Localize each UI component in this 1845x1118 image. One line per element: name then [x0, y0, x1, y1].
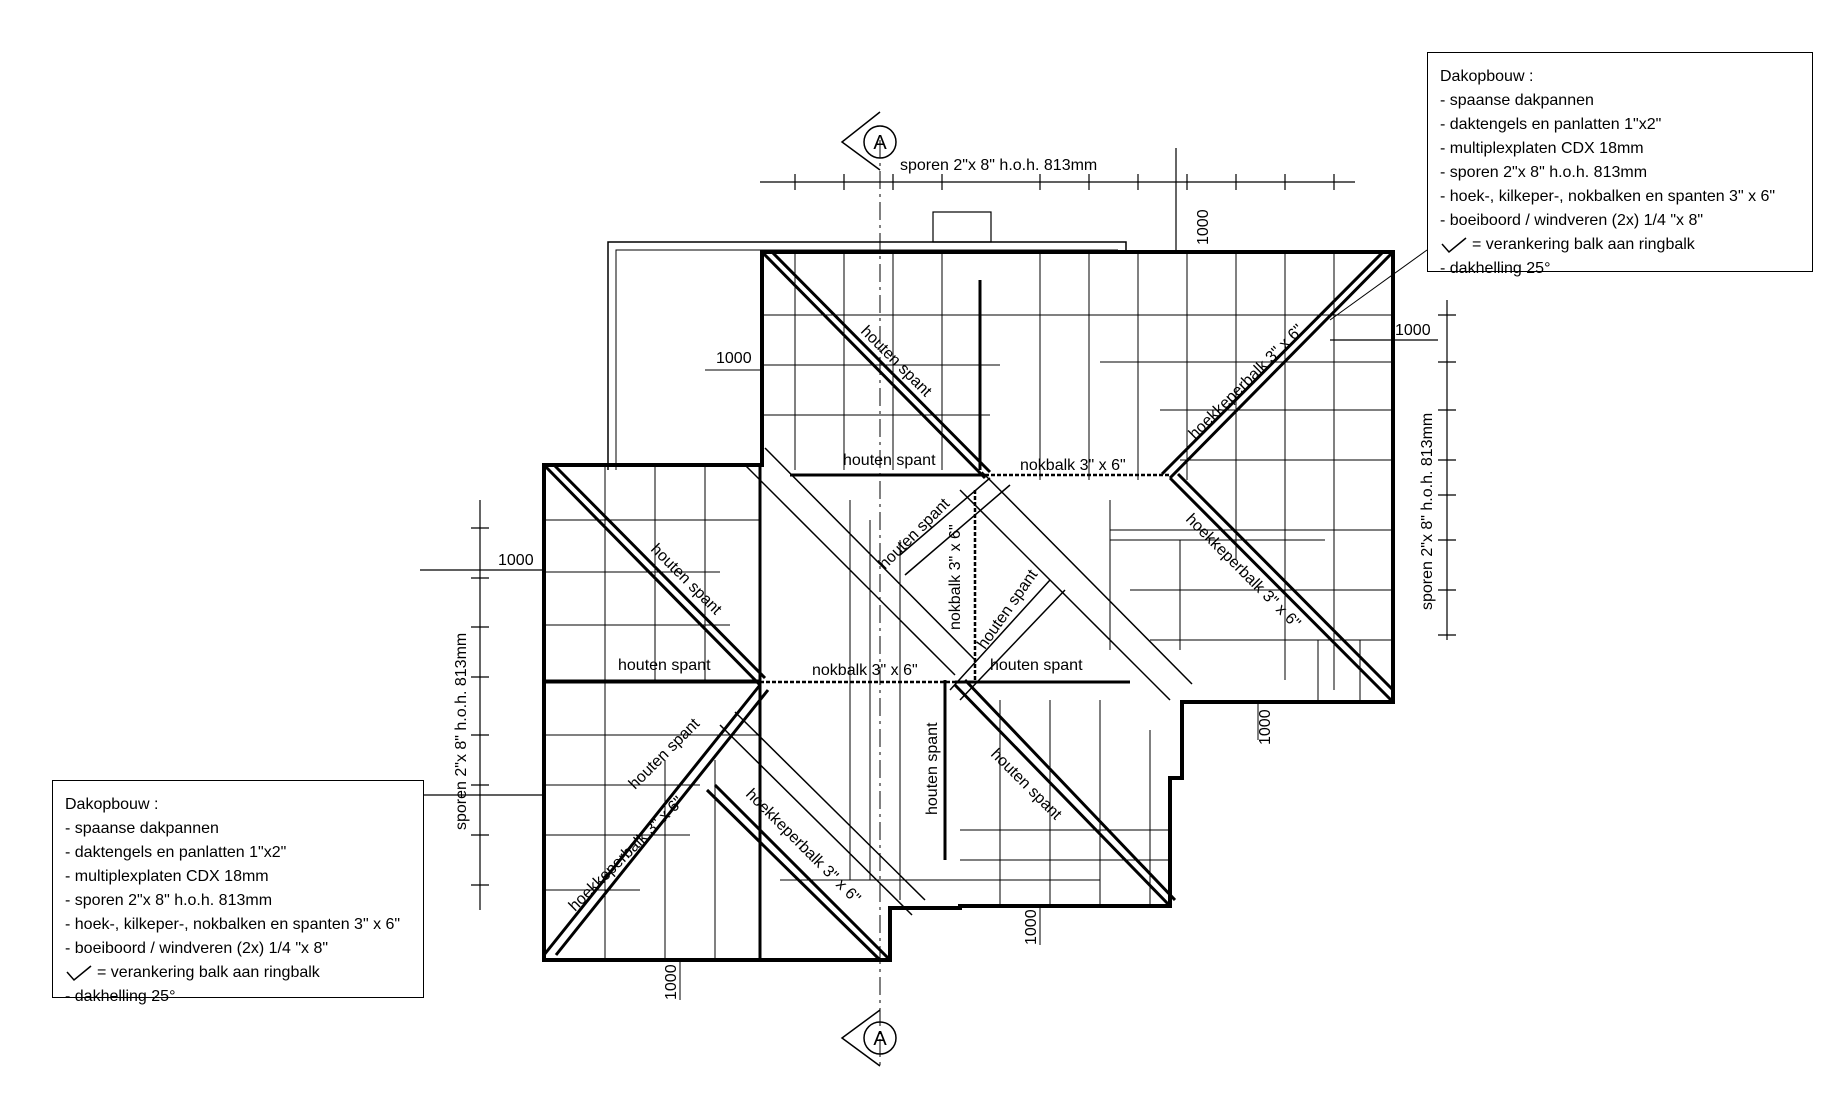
label-sporen-left: sporen 2"x 8" h.o.h. 813mm	[453, 633, 470, 830]
label-spant-9: houten spant	[924, 722, 941, 815]
ridge-beams	[760, 473, 1170, 684]
note-item: - spaanse dakpannen	[1440, 92, 1594, 109]
dim-right: 1000	[1395, 322, 1431, 339]
checkmark-icon	[66, 965, 92, 981]
note-item: - daktengels en panlatten 1"x2"	[65, 844, 287, 861]
chimney	[932, 211, 992, 243]
note-anchor-text: = verankering balk aan ringbalk	[1472, 236, 1695, 253]
note-item: - boeiboord / windveren (2x) 1/4 "x 8"	[65, 940, 329, 957]
rafters-left	[544, 465, 760, 960]
note-item: - hoek-, kilkeper-, nokbalken en spanten…	[1440, 188, 1776, 205]
dim-bottom-mid: 1000	[1023, 909, 1040, 945]
label-nokbalk-2: nokbalk 3" x 6"	[812, 662, 918, 679]
label-nokbalk-3: nokbalk 3" x 6"	[947, 524, 964, 630]
dim-top: 1000	[1195, 209, 1212, 245]
trusses	[544, 280, 1130, 960]
label-spant-2: houten spant	[843, 452, 936, 469]
label-spant-10: houten spant	[974, 566, 1041, 652]
note-item: - boeiboord / windveren (2x) 1/4 "x 8"	[1440, 212, 1704, 229]
rafters-lower	[780, 500, 1181, 906]
note-anchor-row: = verankering balk aan ringbalk	[65, 961, 411, 985]
label-spant-5: houten spant	[618, 657, 711, 674]
note-item: - multiplexplaten CDX 18mm	[65, 868, 269, 885]
roof-build-note-top: Dakopbouw : - spaanse dakpannen - dakten…	[1427, 52, 1813, 277]
note-item: - hoek-, kilkeper-, nokbalken en spanten…	[65, 916, 401, 933]
dimension-right	[1330, 300, 1456, 640]
rafters-right	[762, 314, 1393, 700]
leader-top	[1329, 249, 1428, 321]
label-hoekkeper-3: hoekkeperbalk 3" x 6"	[566, 794, 687, 915]
note-item: - daktengels en panlatten 1"x2"	[1440, 116, 1662, 133]
note-item: - spaanse dakpannen	[65, 820, 219, 837]
label-hoekkeper-1: hoekkeperbalk 3" x 6"	[1186, 322, 1307, 443]
checkmark-icon	[1441, 237, 1467, 253]
dim-upper-left: 1000	[716, 350, 752, 367]
label-nokbalk-1: nokbalk 3" x 6"	[1020, 457, 1126, 474]
roof-build-note-bottom: Dakopbouw : - spaanse dakpannen - dakten…	[52, 780, 424, 1005]
section-label-top: A	[873, 132, 887, 154]
label-sporen-right: sporen 2"x 8" h.o.h. 813mm	[1419, 413, 1436, 610]
dimension-top	[760, 148, 1355, 252]
rafters-upper	[794, 252, 1335, 690]
label-spant-7: houten spant	[990, 657, 1083, 674]
section-marker-bottom	[840, 1009, 881, 1067]
label-spant-3: houten spant	[876, 495, 954, 573]
note-anchor-text: = verankering balk aan ringbalk	[97, 964, 320, 981]
dim-bottom-left: 1000	[663, 964, 680, 1000]
section-marker-top	[840, 111, 881, 171]
existing-outline	[607, 241, 1127, 470]
note-anchor-row: = verankering balk aan ringbalk	[1440, 233, 1800, 257]
note-item: - sporen 2"x 8" h.o.h. 813mm	[65, 892, 273, 909]
note-title: Dakopbouw :	[65, 796, 159, 813]
note-item: - sporen 2"x 8" h.o.h. 813mm	[1440, 164, 1648, 181]
section-label-bottom: A	[873, 1028, 887, 1050]
roof-perimeter	[542, 250, 1395, 962]
label-spant-4: houten spant	[647, 541, 725, 619]
note-slope: - dakhelling 25°	[65, 988, 176, 1005]
dim-right-lower: 1000	[1257, 709, 1274, 745]
note-slope: - dakhelling 25°	[1440, 260, 1551, 277]
note-item: - multiplexplaten CDX 18mm	[1440, 140, 1644, 157]
note-title: Dakopbouw :	[1440, 68, 1534, 85]
dim-left: 1000	[498, 552, 534, 569]
valley-beams	[719, 447, 1193, 916]
label-sporen-top: sporen 2"x 8" h.o.h. 813mm	[900, 157, 1097, 174]
